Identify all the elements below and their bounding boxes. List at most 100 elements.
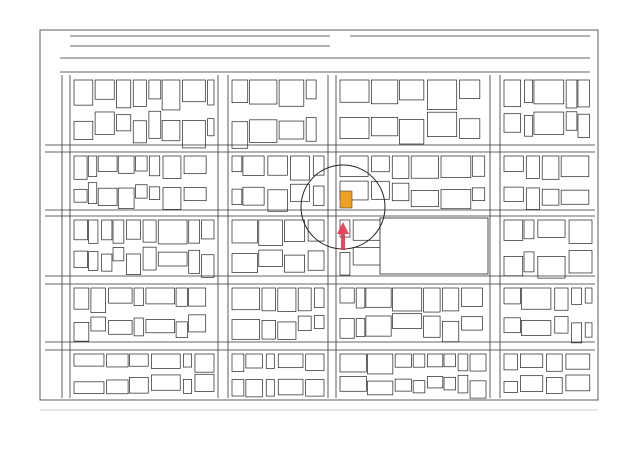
building [440,155,472,178]
building [352,247,382,266]
building [278,79,305,107]
building [339,318,355,339]
building [265,379,275,397]
building [571,322,582,344]
building [523,251,535,273]
building [371,180,390,200]
building [520,375,544,392]
building [142,246,157,271]
building [112,247,125,262]
building [284,254,305,273]
building [584,287,593,304]
building [277,353,304,369]
building [537,219,566,238]
building [117,187,135,209]
building [277,378,304,396]
building [108,287,133,304]
building [565,111,578,131]
building [142,219,157,243]
location-arrow-icon [337,222,349,250]
building [188,249,201,274]
building [339,353,367,373]
building [290,155,310,181]
building [73,188,88,203]
building [182,353,193,368]
building [151,353,181,369]
building [568,219,593,244]
building [541,188,560,206]
building [182,379,193,394]
building [231,253,258,273]
building [503,256,524,277]
building [133,317,144,337]
building [231,319,260,340]
building [441,320,460,343]
building [161,79,181,111]
building [355,318,366,337]
map-frame [39,29,599,411]
building [157,251,188,267]
building [126,219,141,240]
building [148,79,162,100]
building [73,381,105,394]
building [90,287,106,313]
building [313,287,325,308]
building [245,379,263,398]
building [157,219,188,245]
building [365,287,392,308]
building [101,253,113,272]
building [97,187,118,206]
building [440,189,472,210]
building [116,79,132,109]
building [148,155,161,177]
building [129,377,149,394]
building [565,353,591,370]
building [412,380,426,394]
building [521,287,552,310]
building [261,320,276,340]
building [182,120,206,149]
building [133,287,144,306]
building [73,155,88,180]
building [457,374,469,394]
building [116,114,132,132]
target-building[interactable] [339,190,353,209]
building [101,219,113,241]
building [503,113,522,133]
building [560,155,590,178]
building [459,118,481,139]
building [249,79,278,105]
building [520,353,544,368]
building [410,155,439,179]
building [365,315,392,337]
building [391,155,410,179]
building [231,121,249,149]
building [503,317,521,334]
building [129,353,149,367]
building [399,79,425,101]
building [207,118,215,137]
building [554,316,569,334]
building [267,189,288,212]
building [503,79,522,108]
building [207,79,215,106]
building [577,79,590,108]
building [188,287,207,307]
building [339,117,370,140]
building [426,353,444,368]
building [339,252,351,276]
building [117,155,135,174]
building [339,287,355,304]
building [313,315,325,329]
building [73,353,105,367]
building [307,250,325,271]
building [183,155,207,175]
building [258,249,283,267]
building [394,353,412,368]
building [135,155,148,172]
building [312,155,325,176]
open-lot [379,217,489,275]
building [503,186,524,202]
building [457,353,469,372]
building [148,186,161,200]
